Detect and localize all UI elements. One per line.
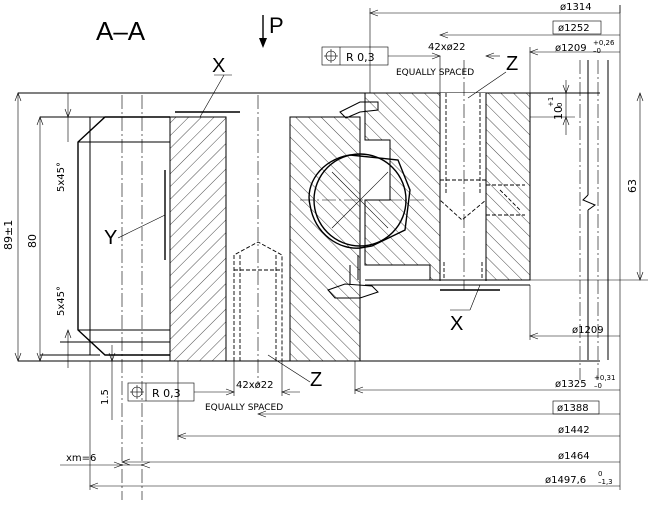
d1314-label: ø1314 [560, 2, 592, 13]
dim-63-label: 63 [626, 179, 639, 193]
d1497-tol-upper: 0 [598, 470, 602, 478]
d1252-label: ø1252 [558, 23, 590, 34]
break-line [582, 60, 609, 360]
d1442-label: ø1442 [558, 425, 590, 436]
d1325-base: ø1325 [555, 379, 587, 390]
view-label: P [269, 13, 284, 38]
position-tolerance-bottom [127, 361, 300, 402]
callout-x-bottom [440, 284, 500, 311]
tol-bottom-value: R 0,3 [152, 387, 181, 400]
callout-x-top [175, 74, 240, 118]
inner-ring-section [364, 92, 531, 286]
bottom-seal [327, 283, 379, 299]
d1497-tol-lower: –1,3 [598, 478, 613, 486]
callout-x-top-label: X [212, 55, 225, 77]
dim-d1497 [89, 361, 620, 490]
dim-80-label: 80 [26, 234, 39, 248]
tol-top-note: EQUALLY SPACED [396, 68, 474, 78]
dim-80 [36, 116, 44, 362]
dim-63 [530, 92, 648, 281]
d1464-label: ø1464 [558, 451, 590, 462]
dim-d1442 [177, 361, 620, 440]
section-label: A–A [96, 16, 146, 46]
dim-d1325 [354, 361, 620, 394]
dim-d1252 [439, 20, 620, 39]
d1209-label: ø1209 [572, 325, 604, 336]
d1325-tol-lower: –0 [594, 382, 602, 390]
dim-1-5 [108, 345, 116, 420]
dim-d1388 [257, 400, 620, 418]
callout-z-bottom-label: Z [310, 369, 322, 391]
dim-89 [14, 92, 22, 362]
dim-10-tol-upper: +1 [547, 97, 555, 107]
dim-chamfer-bottom [64, 329, 72, 368]
chamfer-top-label: 5x45° [56, 162, 67, 192]
xm-label: xm=6 [66, 453, 96, 464]
gear-teeth-outline [77, 116, 170, 356]
callout-z-top-label: Z [506, 53, 518, 75]
dim-d1209 [529, 285, 620, 340]
position-tolerance-top [321, 46, 500, 93]
d1209-top-base: ø1209 [555, 43, 587, 54]
d1209-top-tol-lower: –0 [593, 47, 601, 55]
inner-bolt-hole [439, 93, 525, 278]
top-seal [339, 101, 379, 119]
chamfer-bottom-label: 5x45° [56, 286, 67, 316]
dim-1-5-label: 1.5 [100, 389, 111, 405]
callout-y [117, 170, 166, 260]
tol-top-value: R 0,3 [346, 51, 375, 64]
tol-top-holes: 42xø22 [428, 42, 466, 53]
dim-d1209-top [529, 47, 620, 93]
d1209-top-tol-upper: +0,26 [593, 39, 615, 47]
d1388-label: ø1388 [557, 403, 589, 414]
bearing-ball [300, 140, 425, 260]
callout-z-bottom [267, 354, 311, 383]
d1497-base: ø1497,6 [545, 475, 586, 486]
callout-x-bottom-label: X [450, 313, 463, 335]
dim-10 [530, 80, 575, 135]
dim-89-label: 89±1 [2, 220, 15, 250]
tol-bottom-note: EQUALLY SPACED [205, 403, 283, 413]
dim-10-base: 10 [552, 106, 565, 120]
dim-d1464 [121, 458, 620, 466]
callout-z-top [467, 71, 507, 99]
callout-y-label: Y [104, 227, 117, 249]
dim-chamfer-top [64, 93, 72, 142]
outer-bolt-hole [233, 241, 283, 361]
dim-10-tol-lower: 0 [556, 103, 564, 107]
tol-bottom-holes: 42xø22 [236, 380, 274, 391]
view-arrow [259, 15, 267, 48]
d1325-tol-upper: +0,31 [594, 374, 615, 382]
